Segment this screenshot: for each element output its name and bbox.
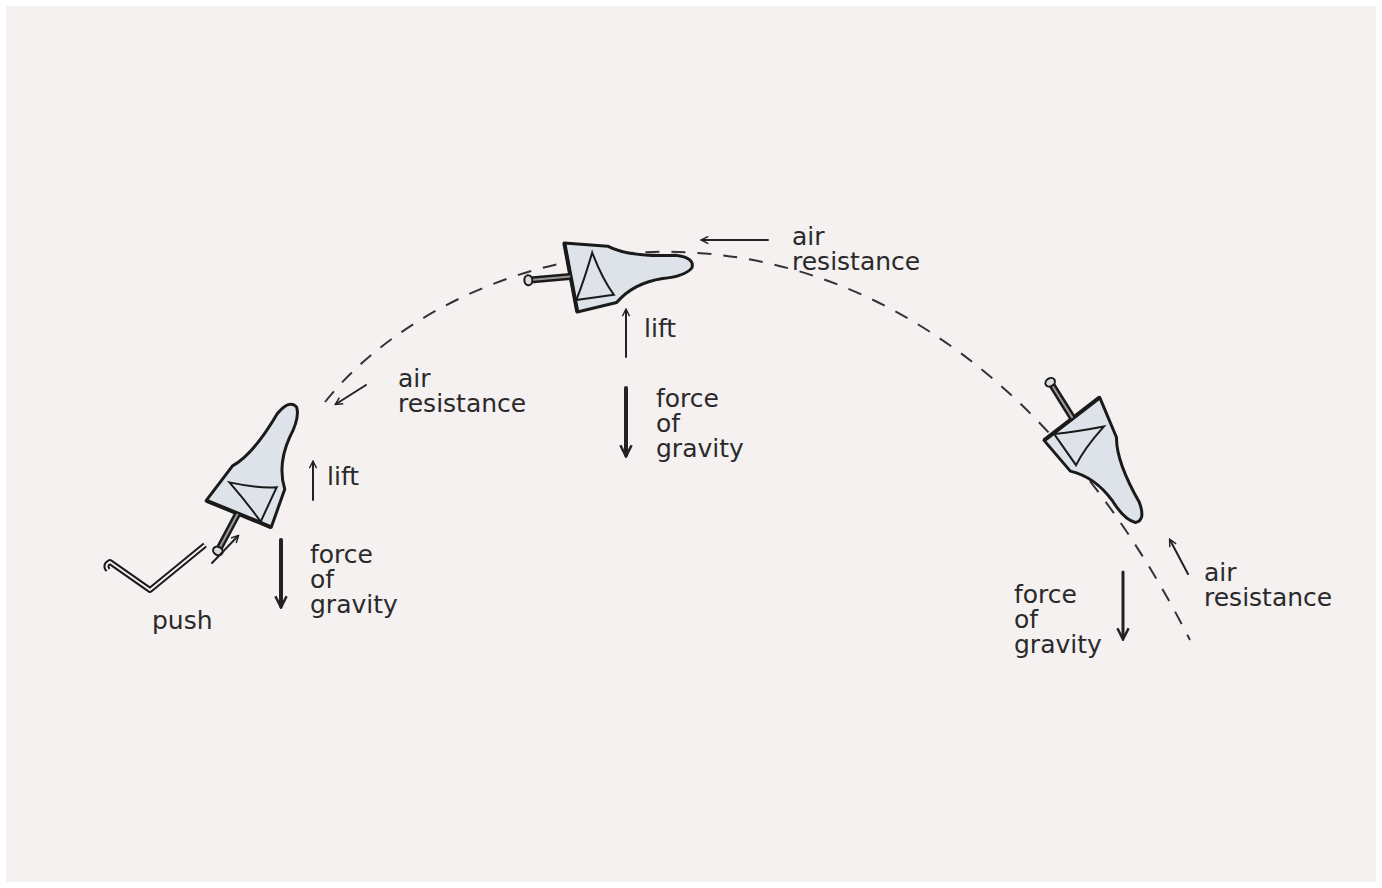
force-label: force of gravity	[310, 542, 398, 617]
force-label: air resistance	[1204, 560, 1332, 610]
force-arrow	[1170, 540, 1188, 574]
club	[106, 545, 205, 590]
force-arrow	[702, 239, 768, 241]
force-label: lift	[327, 464, 359, 489]
shuttlecock	[521, 232, 695, 316]
force-label: force of gravity	[1014, 582, 1102, 657]
force-arrow	[312, 462, 314, 500]
force-arrow	[336, 385, 366, 404]
force-arrow	[212, 536, 238, 563]
force-arrow	[1122, 572, 1125, 638]
force-label: push	[152, 608, 213, 633]
force-arrow	[279, 540, 283, 606]
force-arrow	[624, 388, 628, 455]
force-label: air resistance	[398, 366, 526, 416]
force-arrows	[212, 240, 1188, 638]
force-arrow	[625, 310, 627, 357]
force-label: air resistance	[792, 224, 920, 274]
shuttlecock	[186, 390, 327, 572]
background	[6, 6, 1376, 882]
force-label: lift	[644, 316, 676, 341]
shuttlecock	[1018, 361, 1167, 541]
club-highlight	[106, 545, 205, 590]
force-label: force of gravity	[656, 386, 744, 461]
